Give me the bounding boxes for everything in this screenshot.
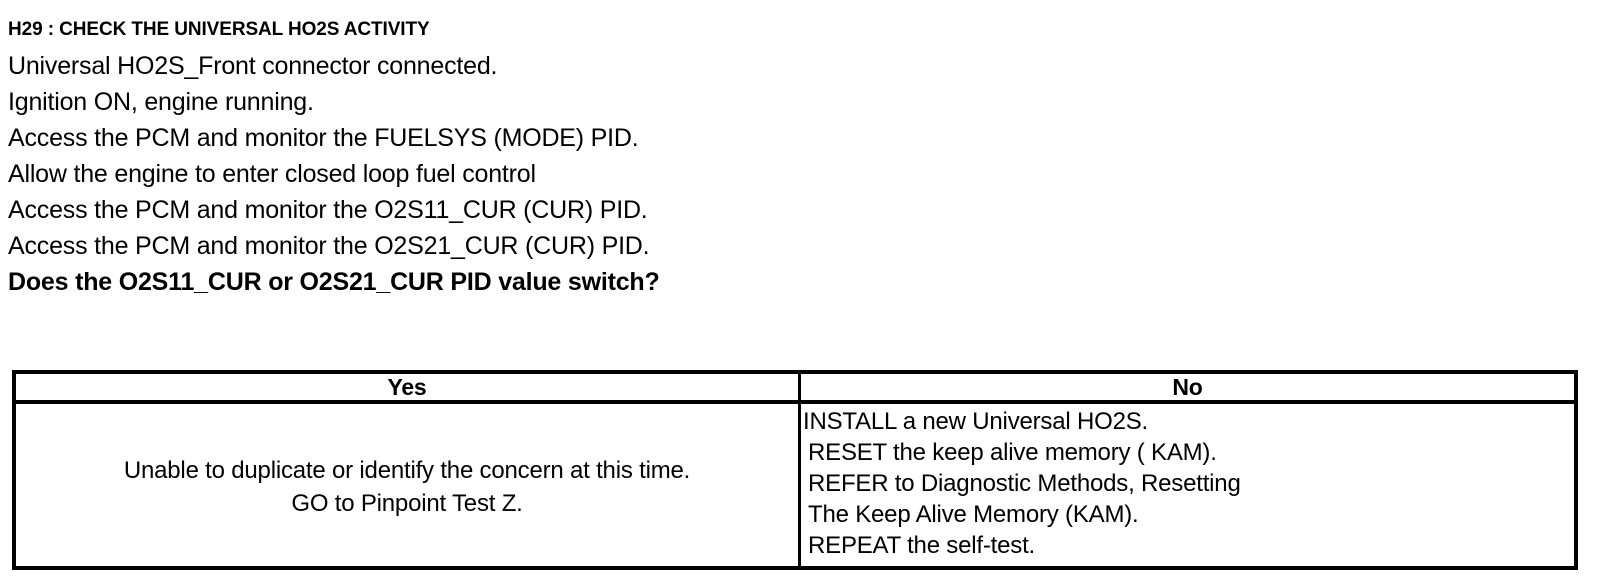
- instruction-line: Access the PCM and monitor the O2S11_CUR…: [8, 196, 648, 224]
- table-cell-no: INSTALL a new Universal HO2S. RESET the …: [801, 404, 1574, 570]
- yes-action-line: GO to Pinpoint Test Z.: [291, 490, 523, 517]
- instruction-line: Access the PCM and monitor the FUELSYS (…: [8, 124, 639, 152]
- result-table: Yes No Unable to duplicate or identify t…: [12, 370, 1578, 570]
- instruction-line: Allow the engine to enter closed loop fu…: [8, 160, 536, 188]
- table-body-row: Unable to duplicate or identify the conc…: [16, 404, 1574, 570]
- table-header-cell-yes: Yes: [16, 374, 801, 400]
- table-header-row: Yes No: [16, 374, 1574, 404]
- no-action-line: The Keep Alive Memory (KAM).: [808, 501, 1139, 528]
- yes-action-list: Unable to duplicate or identify the conc…: [16, 454, 798, 520]
- table-header-cell-no: No: [801, 374, 1574, 400]
- no-action-line: RESET the keep alive memory ( KAM).: [808, 439, 1217, 466]
- page-title: H29 : CHECK THE UNIVERSAL HO2S ACTIVITY: [8, 19, 430, 40]
- instruction-line: Access the PCM and monitor the O2S21_CUR…: [8, 232, 650, 260]
- table-cell-yes: Unable to duplicate or identify the conc…: [16, 404, 801, 570]
- no-action-line: REFER to Diagnostic Methods, Resetting: [808, 470, 1241, 497]
- no-action-line: INSTALL a new Universal HO2S.: [803, 408, 1149, 435]
- instruction-line: Universal HO2S_Front connector connected…: [8, 52, 498, 80]
- instruction-question: Does the O2S11_CUR or O2S21_CUR PID valu…: [8, 268, 660, 296]
- no-action-list: INSTALL a new Universal HO2S. RESET the …: [802, 406, 1570, 561]
- yes-action-line: Unable to duplicate or identify the conc…: [123, 457, 691, 484]
- instruction-list: Universal HO2S_Front connector connected…: [8, 48, 1588, 300]
- column-header-yes: Yes: [387, 374, 427, 400]
- instruction-line: Ignition ON, engine running.: [8, 88, 314, 116]
- no-action-line: REPEAT the self-test.: [808, 532, 1035, 559]
- column-header-no: No: [1172, 374, 1203, 400]
